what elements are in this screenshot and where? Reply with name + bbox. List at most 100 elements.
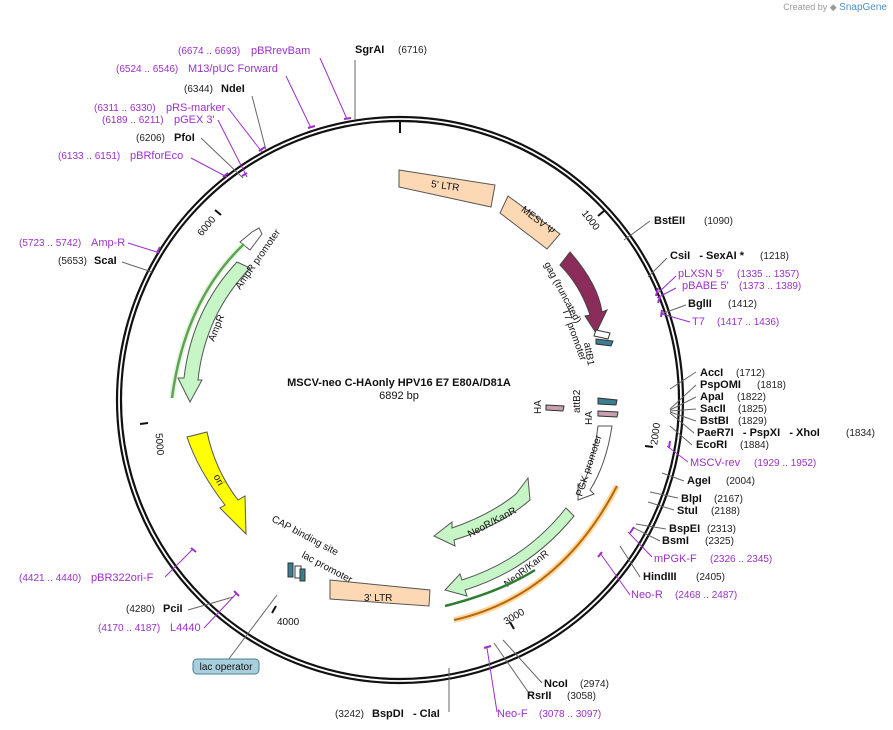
site-pspomi-name[interactable]: PspOMI: [700, 379, 741, 391]
ha-feature-left[interactable]: [545, 404, 565, 412]
attb1-feature[interactable]: [595, 338, 614, 347]
primer-prs-name[interactable]: pRS-marker: [166, 102, 226, 114]
leader-plxsn: [658, 275, 677, 293]
primer-t7-name[interactable]: T7: [692, 316, 705, 328]
ltr3-feature[interactable]: [329, 579, 431, 607]
primer-mpgkf-name[interactable]: mPGK-F: [654, 553, 697, 565]
attb2-feature[interactable]: [597, 397, 618, 406]
ori-label: ori: [211, 473, 226, 488]
primer-pbabe-coord: (1373 .. 1389): [739, 281, 801, 292]
primer-pbr322-name[interactable]: pBR322ori-F: [91, 572, 154, 584]
site-bspei-name[interactable]: BspEI: [669, 523, 700, 535]
primer-pbabe-name[interactable]: pBABE 5': [682, 280, 729, 292]
site-pcii-coord: (4280): [126, 604, 155, 615]
site-hindiii-coord: (2405): [696, 572, 725, 583]
primer-mark-pbabe: [657, 296, 661, 304]
site-clai-name[interactable]: BspDI - ClaI: [372, 708, 440, 720]
t7-promoter-feature[interactable]: [593, 329, 611, 340]
ori-feature[interactable]: [186, 431, 247, 536]
primer-prs-coord: (6311 .. 6330): [94, 103, 156, 114]
ampr-orf-arrow: [170, 243, 245, 399]
neo-feature-inner[interactable]: [433, 476, 531, 547]
site-scai-coord: (5653): [58, 256, 87, 267]
backbone-outer: [115, 115, 685, 685]
leader-lines: [121, 57, 697, 713]
site-csii-name[interactable]: CsiI - SexAI *: [670, 250, 745, 262]
site-blpi-name[interactable]: BlpI: [681, 493, 702, 505]
site-pspomi-coord: (1818): [757, 380, 786, 391]
leader-bsmi: [633, 527, 661, 542]
primer-mark-pbrforeco: [222, 172, 229, 178]
leader-pfoi: [200, 137, 244, 179]
primer-pbrforeco-name[interactable]: pBRforEco: [130, 150, 183, 162]
site-acci-name[interactable]: AccI: [700, 367, 723, 379]
primer-l4440-name[interactable]: L4440: [170, 622, 201, 634]
mesv-psi-feature[interactable]: [499, 195, 561, 250]
tick-mark-3000: [509, 621, 515, 630]
ha-feature-right[interactable]: [597, 410, 619, 418]
leader-pbabe: [656, 287, 677, 299]
site-ndei-name[interactable]: NdeI: [221, 83, 245, 95]
ltr5-feature[interactable]: [398, 169, 496, 208]
site-ecori-coord: (1884): [740, 440, 769, 451]
primer-mscvrev-coord: (1929 .. 1952): [754, 458, 816, 469]
lac-operator-feature[interactable]: [299, 568, 306, 582]
site-sacii-name[interactable]: SacII: [700, 403, 726, 415]
neo-orf-arrow-inner: [444, 568, 536, 608]
leader-pbrforeco: [190, 157, 228, 178]
site-scai-name[interactable]: ScaI: [94, 255, 117, 267]
site-ecori-name[interactable]: EcoRI: [696, 439, 727, 451]
leader-pcii: [187, 596, 234, 611]
site-pfoi-name[interactable]: PfoI: [174, 132, 195, 144]
neo-orf-arrow-outer: [453, 485, 618, 621]
neo-feature-outer[interactable]: [444, 507, 575, 597]
site-bstbi-name[interactable]: BstBI: [700, 415, 729, 427]
cap-site-feature[interactable]: [287, 562, 294, 578]
site-hindiii-name[interactable]: HindIII: [643, 571, 677, 583]
primer-pgex-name[interactable]: pGEX 3': [174, 114, 215, 126]
leader-csii: [647, 257, 668, 278]
leader-pbr322: [164, 548, 194, 578]
site-xhoi-coord: (1834): [846, 428, 875, 439]
primer-neof-name[interactable]: Neo-F: [497, 708, 528, 720]
primer-pbrrevbam-name[interactable]: pBRrevBam: [251, 45, 310, 57]
plasmid-title: MSCV-neo C-HAonly HPV16 E7 E80A/D81A: [287, 377, 511, 389]
site-sgrai-name[interactable]: SgrAI: [355, 44, 384, 56]
site-stui-name[interactable]: StuI: [677, 505, 698, 517]
primer-neor-name[interactable]: Neo-R: [631, 589, 663, 601]
leader-bspei: [635, 523, 667, 530]
site-xhoi-name[interactable]: PaeR7I - PspXI - XhoI: [697, 427, 820, 439]
ampr-promoter-feature[interactable]: [239, 227, 263, 251]
lac-promoter-label: lac promoter: [300, 550, 355, 586]
primer-plxsn-name[interactable]: pLXSN 5': [678, 268, 724, 280]
primer-mark-neor: [597, 551, 603, 558]
site-rsrii-name[interactable]: RsrII: [527, 690, 551, 702]
primer-mscvrev-name[interactable]: MSCV-rev: [690, 457, 741, 469]
pgk-promoter-feature[interactable]: [577, 425, 613, 501]
leader-pbrrevbam: [319, 57, 348, 120]
lac-operator-callout[interactable]: lac operator: [192, 658, 260, 675]
site-bglii-name[interactable]: BglII: [688, 298, 712, 310]
site-bsteii-name[interactable]: BstEII: [654, 215, 685, 227]
leader-l4440: [203, 593, 237, 629]
primer-mark-neof: [483, 645, 492, 649]
site-labels: SgrAI (6716) (6674 .. 6693) pBRrevBam (6…: [19, 44, 875, 720]
primer-m13-name[interactable]: M13/pUC Forward: [188, 63, 278, 75]
primer-pbrforeco-coord: (6133 .. 6151): [58, 151, 120, 162]
leader-prs: [227, 107, 263, 153]
site-agei-name[interactable]: AgeI: [687, 475, 711, 487]
tick-mark-6000: [214, 209, 222, 216]
site-ncoi-name[interactable]: NcoI: [544, 678, 568, 690]
leader-rsrii: [493, 642, 532, 697]
lac-operator-box[interactable]: [192, 658, 260, 675]
ltr3-label: 3' LTR: [364, 593, 392, 604]
site-pcii-name[interactable]: PciI: [163, 603, 183, 615]
primer-mpgkf-coord: (2326 .. 2345): [710, 554, 772, 565]
ampr-feature[interactable]: [177, 261, 251, 404]
primer-ampr-name[interactable]: Amp-R: [91, 237, 125, 249]
snapgene-name: SnapGene: [839, 2, 887, 13]
leader-bstbi: [669, 411, 697, 422]
site-apai-name[interactable]: ApaI: [700, 391, 724, 403]
tick-label-4000: 4000: [277, 617, 300, 628]
site-bsmi-name[interactable]: BsmI: [662, 535, 689, 547]
